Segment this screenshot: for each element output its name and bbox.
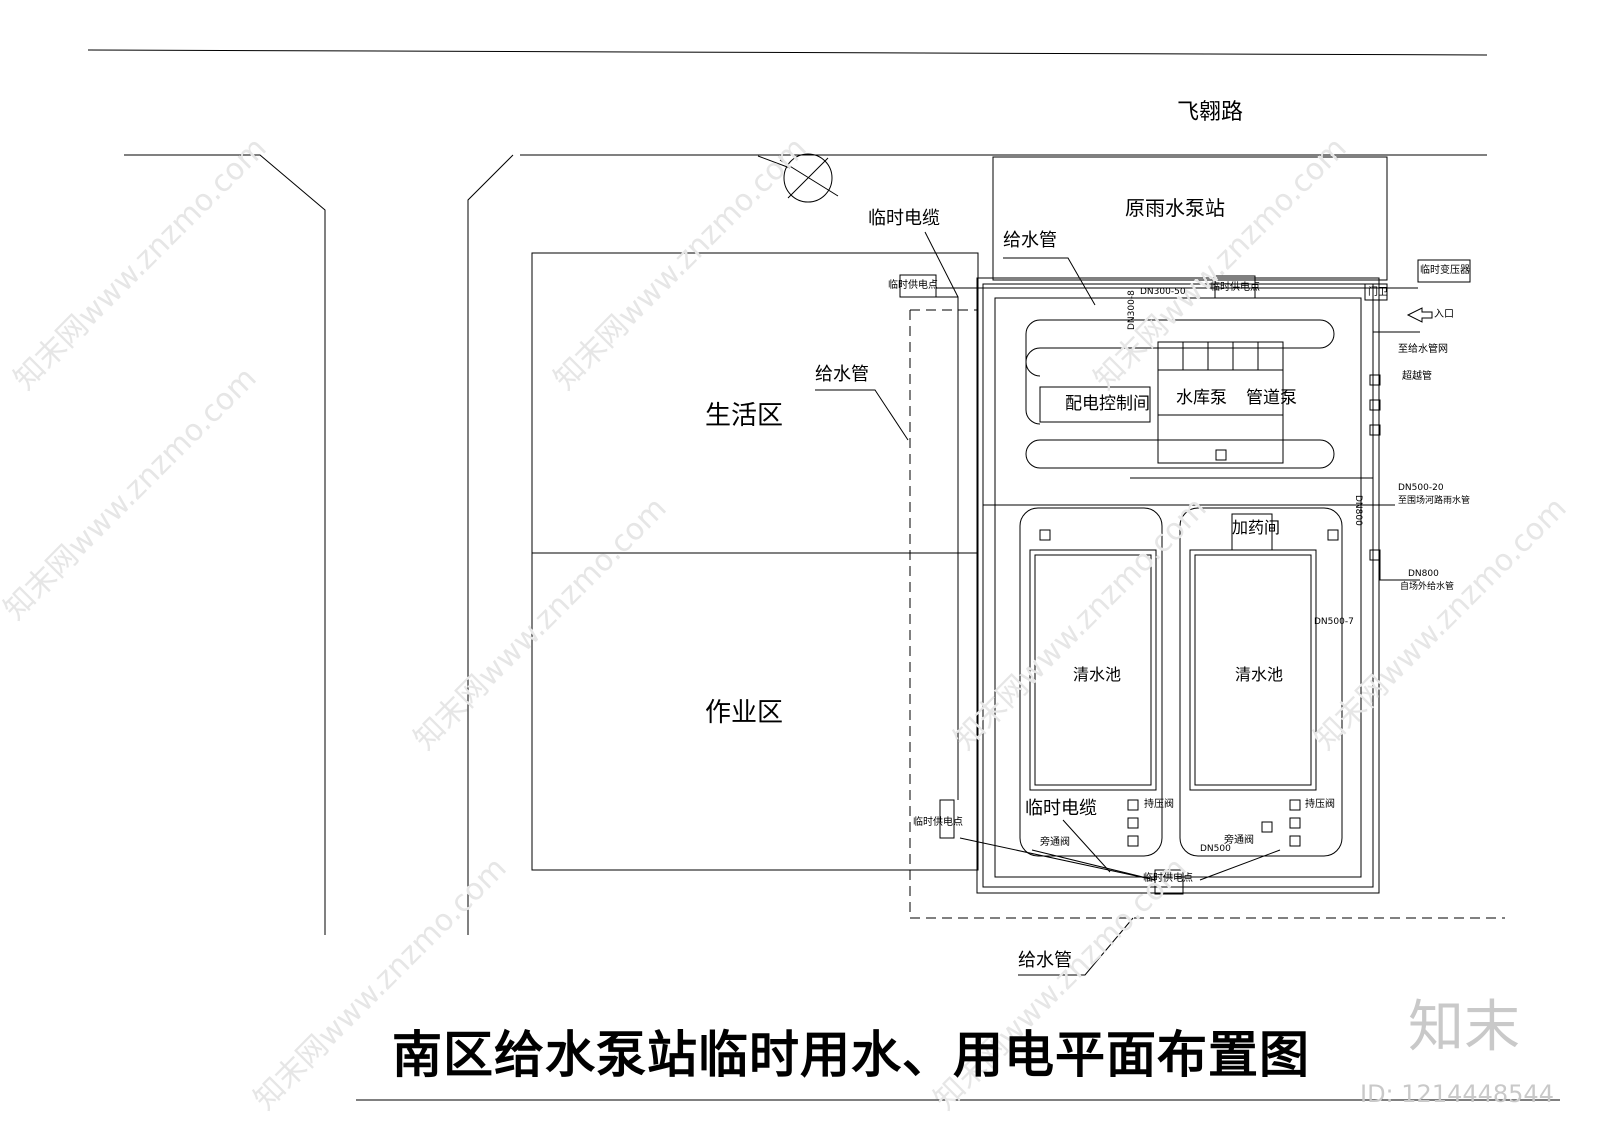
leader-temp-cable-bottom: [1062, 819, 1111, 873]
valve-7: [1127, 835, 1139, 847]
valve-6: [1127, 817, 1139, 829]
road-edge-inner: [467, 154, 514, 935]
valve-1: [1369, 374, 1381, 386]
water-pipe-top-label: 给水管: [1003, 230, 1057, 251]
compass-needle: [757, 155, 791, 169]
entrance-label: 入口: [1434, 309, 1454, 320]
valve-4: [1369, 549, 1381, 561]
dn500-label: DN500: [1200, 844, 1231, 854]
plant-inner-wall: [982, 283, 1374, 888]
bottom-cable-3: [1199, 849, 1281, 881]
dn500-20-label: DN500-20: [1398, 483, 1444, 493]
brand-logo: 知末: [1408, 995, 1520, 1060]
power-point-box-2: [1214, 275, 1256, 299]
road-edge-left: [124, 154, 326, 935]
gate-house-label: 门卫: [1368, 287, 1388, 298]
temp-power-point-label: 临时供电点: [888, 280, 938, 291]
image-id: ID: 1214448544: [1360, 1080, 1554, 1108]
road-name: 飞翱路: [1177, 100, 1244, 125]
pressure-valve-label: 持压阀: [1305, 799, 1335, 810]
valve-9: [1289, 817, 1301, 829]
dn300-8-label: DN300-8: [1127, 290, 1137, 330]
plant-outer-wall: [976, 277, 1380, 894]
reservoir-pump-label: 水库泵: [1176, 388, 1227, 408]
power-control-room-label: 配电控制间: [1065, 394, 1150, 414]
leader-water-pipe-left: [815, 389, 909, 441]
power-point-box-4: [1154, 869, 1184, 895]
temp-cable-top-label: 临时电缆: [868, 208, 940, 229]
clear-pool-left-label: 清水池: [1073, 665, 1122, 684]
old-pump-station-box: [992, 156, 1388, 281]
work-area-label: 作业区: [705, 698, 784, 728]
inner-road-1: [1025, 319, 1335, 377]
dn800-vertical-label: DN800: [1353, 495, 1363, 526]
to-water-network-label: 至给水管网: [1398, 344, 1448, 355]
clear-pool-left-inner: [1034, 554, 1152, 786]
dn800-label: DN800: [1408, 569, 1439, 579]
water-pipe-left-label: 给水管: [815, 364, 869, 385]
water-pipe-bottom-label: 给水管: [1018, 950, 1072, 971]
control-room-box: [1039, 386, 1151, 423]
temp-power-point-label: 临时供电点: [1143, 873, 1193, 884]
temp-transformer-label: 临时变压器: [1420, 265, 1470, 276]
dn300-50-label: DN300-50: [1140, 287, 1186, 297]
valve-5: [1127, 799, 1139, 811]
inner-road-3: [1025, 439, 1335, 469]
valve-14: [1327, 529, 1339, 541]
leader-water-pipe-top: [1003, 257, 1096, 306]
entrance-arrow: [1406, 307, 1433, 323]
valve-3: [1369, 424, 1381, 436]
bypass-valve-label: 旁通阀: [1040, 837, 1070, 848]
water-pipe-dashed: [909, 310, 1505, 919]
pump-grid-bottom: [1157, 414, 1284, 464]
transformer-box: [1417, 259, 1471, 283]
dosing-room-label: 加药间: [1232, 518, 1281, 537]
bottom-cable-1: [1031, 849, 1156, 881]
valve-12: [1215, 449, 1227, 461]
pipeline-pump-label: 管道泵: [1246, 388, 1297, 408]
plant-road: [994, 297, 1362, 878]
pump-grid-top: [1157, 341, 1284, 371]
valve-13: [1039, 529, 1051, 541]
clear-pool-right-label: 清水池: [1235, 665, 1284, 684]
inner-road-2: [1025, 319, 1041, 425]
leader-water-pipe-bottom: [1018, 917, 1134, 976]
clear-pool-left-box: [1029, 549, 1157, 791]
dn500-7-label: DN500-7: [1314, 617, 1354, 627]
leader-temp-cable-top: [924, 231, 959, 298]
north-compass: [783, 153, 833, 203]
old-pump-station-label: 原雨水泵站: [1125, 196, 1225, 220]
living-area-label: 生活区: [705, 401, 784, 431]
pressure-valve-label: 持压阀: [1144, 799, 1174, 810]
clear-pool-right-inner: [1194, 554, 1312, 786]
compass-axis-1: [779, 159, 839, 197]
compass-axis-2: [787, 157, 829, 199]
bypass-valve-label: 旁通阀: [1224, 835, 1254, 846]
temp-power-point-label: 临时供电点: [1210, 282, 1260, 293]
power-point-box-1: [899, 274, 937, 298]
power-point-box-3: [939, 799, 955, 839]
living-work-block: [531, 252, 979, 871]
bottom-cable-2: [959, 837, 1156, 881]
gate-house-box: [1364, 283, 1388, 301]
pool-area-right: [1179, 507, 1343, 857]
site-boundary-top: [87, 49, 1488, 56]
to-rain-pipe-label: 至围场河路雨水管: [1398, 496, 1471, 506]
valve-8: [1289, 799, 1301, 811]
valve-11: [1261, 821, 1273, 833]
pool-area-left: [1019, 507, 1163, 857]
valve-2: [1369, 399, 1381, 411]
temp-power-point-label: 临时供电点: [913, 817, 963, 828]
from-outside-pipe-label: 自场外给水管: [1400, 582, 1455, 592]
overflow-pipe-label: 超越管: [1402, 371, 1432, 382]
page-title: 南区给水泵站临时用水、用电平面布置图: [392, 1026, 1310, 1084]
temp-cable-bottom-label: 临时电缆: [1025, 798, 1097, 819]
dosing-room-box: [1231, 513, 1273, 551]
valve-10: [1289, 835, 1301, 847]
